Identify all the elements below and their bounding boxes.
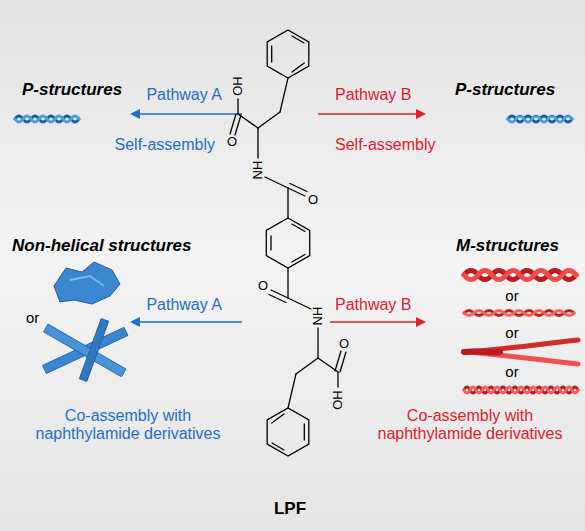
atom-label: O bbox=[339, 337, 349, 352]
pathway-arrow bbox=[132, 321, 242, 323]
central-ring bbox=[266, 218, 309, 268]
compound-name: LPF bbox=[274, 499, 306, 519]
pathway-label: Pathway A bbox=[146, 296, 222, 314]
amino-acid-half bbox=[267, 268, 346, 456]
atom-label: OH bbox=[231, 76, 246, 96]
pathway-label: Pathway A bbox=[146, 86, 222, 104]
structure-heading: Non-helical structures bbox=[12, 236, 192, 256]
pathway-arrow bbox=[330, 321, 424, 323]
atom-label: NH bbox=[311, 307, 326, 326]
or-label: or bbox=[26, 309, 39, 326]
non-helical-structures bbox=[43, 262, 128, 381]
structure-heading: M-structures bbox=[456, 236, 559, 256]
or-label: or bbox=[505, 287, 518, 304]
process-label: Co-assembly with naphthylamide derivativ… bbox=[21, 407, 236, 444]
structure-heading: P-structures bbox=[455, 80, 555, 100]
atom-label: O bbox=[258, 279, 268, 294]
pathway-label: Pathway B bbox=[335, 296, 411, 314]
p-helix bbox=[15, 116, 572, 122]
lpf-molecule bbox=[230, 30, 346, 456]
pathway-label: Pathway B bbox=[335, 86, 411, 104]
process-label: Self-assembly bbox=[115, 136, 215, 154]
atom-label: O bbox=[227, 135, 237, 150]
process-label: Self-assembly bbox=[335, 136, 435, 154]
pathway-arrow bbox=[318, 113, 424, 115]
or-label: or bbox=[505, 363, 518, 380]
atom-label: NH bbox=[251, 161, 266, 180]
process-label: Co-assembly with naphthylamide derivativ… bbox=[363, 407, 578, 444]
atom-label: O bbox=[308, 193, 318, 208]
amino-acid-half bbox=[230, 30, 309, 218]
pathway-arrow bbox=[132, 113, 242, 115]
structure-heading: P-structures bbox=[22, 80, 122, 100]
atom-label: OH bbox=[331, 390, 346, 410]
or-label: or bbox=[505, 324, 518, 341]
m-structures bbox=[464, 271, 578, 394]
